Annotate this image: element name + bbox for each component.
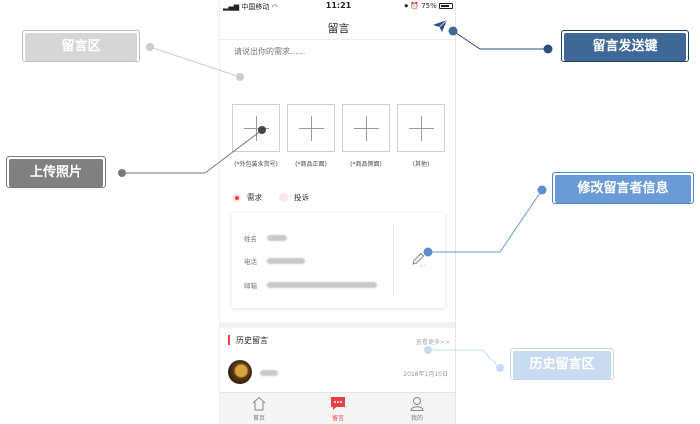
callout-edit-info: 修改留言者信息 (552, 172, 694, 204)
phone-screen: ▂▄▆ 中国移动 ◠ 11:21 ⏺ ⏰ 75% 留言 (*外包装含货号) (*… (219, 0, 456, 424)
avatar (228, 360, 252, 384)
contact-info-card: 姓名 电话 邮箱 (232, 213, 445, 308)
connector-dot (537, 185, 547, 195)
photo-caption: (*外包装含货号) (234, 161, 278, 168)
carrier-label: ▂▄▆ 中国移动 ◠ (223, 3, 278, 11)
photo-slot-other[interactable]: (其他) (397, 104, 445, 168)
name-row: 姓名 (244, 233, 287, 243)
add-photo-icon[interactable] (342, 104, 390, 152)
radio-selected-icon (232, 193, 241, 202)
add-photo-icon[interactable] (287, 104, 335, 152)
page-title: 留言 (327, 22, 350, 35)
edit-pencil-icon[interactable] (410, 251, 426, 267)
view-more-link[interactable]: 查看更多>> (415, 339, 450, 346)
history-item[interactable]: 2018年1月10日 (228, 358, 450, 386)
tab-mine[interactable]: 我的 (397, 396, 437, 422)
photo-caption: (*商品侧面) (350, 161, 382, 168)
tab-home[interactable]: 首页 (239, 396, 279, 422)
nav-bar: 留言 (220, 14, 455, 40)
tab-message[interactable]: 留言 (318, 396, 358, 422)
connector-dot (146, 43, 154, 51)
connector-send (452, 30, 548, 50)
history-user-blurred (260, 370, 278, 376)
history-title: 历史留言 (236, 336, 268, 345)
send-icon[interactable] (433, 20, 447, 32)
connector-dot (496, 364, 504, 372)
status-bar: ▂▄▆ 中国移动 ◠ 11:21 ⏺ ⏰ 75% (220, 0, 455, 12)
callout-send-button: 留言发送键 (561, 30, 689, 62)
callout-upload-photos: 上传照片 (6, 156, 106, 188)
user-icon (410, 397, 424, 411)
name-value-blurred (267, 235, 287, 241)
photo-slot-package[interactable]: (*外包装含货号) (232, 104, 280, 168)
photo-caption: (其他) (412, 161, 430, 168)
message-input[interactable] (234, 46, 444, 86)
add-photo-icon[interactable] (397, 104, 445, 152)
history-date: 2018年1月10日 (403, 371, 448, 378)
callout-comment-area: 留言区 (22, 30, 140, 62)
battery-status: ⏺ ⏰ 75% (405, 2, 453, 11)
tab-bar: 首页 留言 我的 (220, 392, 455, 424)
add-photo-icon[interactable] (232, 104, 280, 152)
email-row: 邮箱 (244, 280, 377, 290)
phone-value-blurred (267, 258, 305, 264)
history-header: 历史留言 查看更多>> (228, 334, 450, 348)
photo-slot-front[interactable]: (*商品正面) (287, 104, 335, 168)
home-icon (252, 396, 266, 411)
accent-bar (228, 335, 230, 345)
battery-icon (439, 3, 453, 9)
radio-demand[interactable]: 需求 (232, 192, 262, 203)
clock: 11:21 (325, 1, 352, 10)
radio-complaint[interactable]: 投诉 (279, 192, 309, 203)
section-gap (220, 322, 455, 328)
message-icon (331, 397, 345, 410)
connector-dot (118, 169, 126, 177)
email-value-blurred (267, 282, 377, 288)
callout-history-area: 历史留言区 (510, 348, 614, 380)
phone-row: 电话 (244, 256, 305, 266)
photo-caption: (*商品正面) (295, 161, 327, 168)
photo-slot-side[interactable]: (*商品侧面) (342, 104, 390, 168)
radio-unselected-icon (279, 193, 288, 202)
card-divider (393, 225, 394, 295)
connector-dot (543, 44, 553, 54)
